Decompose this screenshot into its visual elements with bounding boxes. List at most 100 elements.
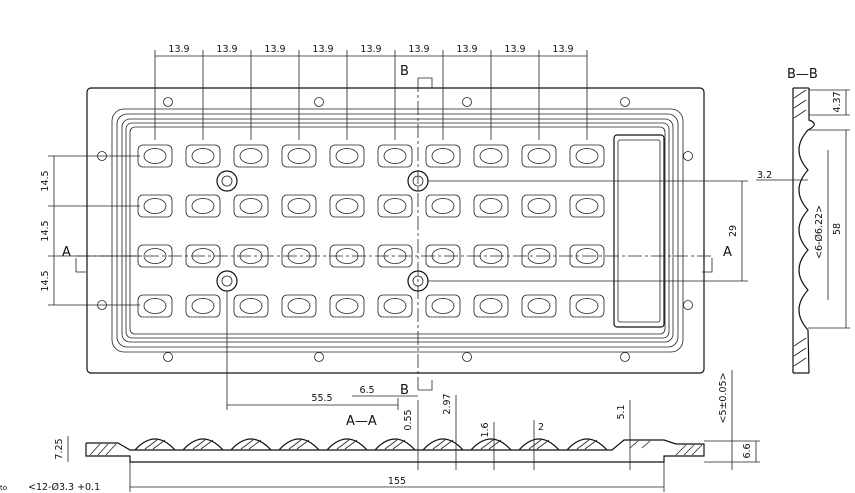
boss-inner <box>221 175 233 187</box>
lens <box>479 148 503 164</box>
dome-hatch <box>536 439 550 450</box>
section-aa-title: A—A <box>346 414 377 429</box>
lens <box>287 198 311 214</box>
lens-dome <box>134 438 176 451</box>
aa-thick-297: 2.97 <box>442 393 453 414</box>
inner-frame-3 <box>121 118 674 343</box>
lens-dome <box>518 438 560 451</box>
lens-pocket <box>473 144 509 168</box>
aa-hole-note-side: to <box>0 484 7 492</box>
lens-pocket <box>233 144 269 168</box>
aa-thick-51: 5.1 <box>616 404 627 419</box>
lens-pocket <box>281 194 317 218</box>
dome-hatch <box>392 439 406 450</box>
flange-hole <box>163 97 173 107</box>
top-dim-label: 13.9 <box>456 44 477 55</box>
lens-grid <box>137 144 605 318</box>
boss-inner <box>221 275 233 287</box>
lens-pocket <box>569 294 605 318</box>
lens <box>191 298 215 314</box>
aa-length-label: 155 <box>388 476 406 487</box>
lens <box>575 198 599 214</box>
lens-dome <box>278 438 320 451</box>
connector-window-outer <box>613 134 665 328</box>
aa-tol-label: <5±0.05> <box>718 372 729 423</box>
lens <box>527 148 551 164</box>
aa-height-label: 7.25 <box>54 438 65 459</box>
plan-view <box>76 78 712 390</box>
lens-pocket <box>185 194 221 218</box>
lens <box>287 148 311 164</box>
top-dim-label: 13.9 <box>360 44 381 55</box>
left-dim-label: 14.5 <box>40 170 51 191</box>
bb-dim-lens: <6-Ø6.22> <box>814 205 825 259</box>
flange-hole <box>163 352 173 362</box>
lens-pocket <box>377 294 413 318</box>
lens-pocket <box>281 144 317 168</box>
lens <box>191 148 215 164</box>
flange-hole <box>462 352 472 362</box>
section-mark-a-left: A <box>62 245 71 260</box>
lens <box>383 198 407 214</box>
lens-dome <box>422 438 464 451</box>
aa-hole-note: <12-Ø3.3 +0.1 <box>28 482 100 493</box>
lens-dome <box>326 438 368 451</box>
section-aa-view: 7.25 0.55 2.97 1.6 2 5.1 <5±0.05> 6.6 15… <box>0 370 760 493</box>
lens-dome <box>230 438 272 451</box>
dome-hatch <box>288 439 302 450</box>
aa-height-66: 6.6 <box>742 443 753 458</box>
dome-hatch <box>480 439 494 450</box>
aa-thick-055: 0.55 <box>403 409 414 430</box>
boss-outer <box>216 170 238 192</box>
lens <box>383 148 407 164</box>
top-dim-label: 13.9 <box>216 44 237 55</box>
lens <box>479 298 503 314</box>
bb-dim-32: 3.2 <box>757 170 772 181</box>
lens <box>335 198 359 214</box>
lens-pocket <box>329 294 365 318</box>
bb-dim-437: 4.37 <box>832 91 843 112</box>
lens <box>143 248 167 264</box>
lens-pocket <box>233 194 269 218</box>
lens-pocket <box>425 144 461 168</box>
section-bb-hatch <box>793 89 807 367</box>
lens-pocket <box>569 144 605 168</box>
dome-hatch <box>144 439 158 450</box>
lens <box>431 298 455 314</box>
lens <box>575 148 599 164</box>
lens <box>431 198 455 214</box>
bottom-dim-label: 55.5 <box>311 393 332 404</box>
inner-frame-4 <box>125 122 670 339</box>
lens <box>239 198 263 214</box>
dome-hatch <box>584 439 598 450</box>
dome-hatch <box>528 439 542 450</box>
lens-pocket <box>521 144 557 168</box>
flange-hole <box>462 97 472 107</box>
mounting-bosses <box>216 170 429 292</box>
lens <box>383 298 407 314</box>
dome-hatch <box>248 439 262 450</box>
lens <box>431 148 455 164</box>
dome-hatch <box>344 439 358 450</box>
lens-dome <box>182 438 224 451</box>
section-bb-view: 4.37 3.2 58 <6-Ø6.22> <box>756 87 850 374</box>
outer-flange <box>86 87 705 374</box>
lens-dome <box>374 438 416 451</box>
lens <box>335 148 359 164</box>
lens-pocket <box>473 294 509 318</box>
lens-pocket <box>377 144 413 168</box>
lens <box>239 298 263 314</box>
section-mark-b-bottom: B <box>400 383 409 398</box>
lens <box>527 198 551 214</box>
top-dim-label: 13.9 <box>168 44 189 55</box>
lens <box>335 298 359 314</box>
lens <box>239 148 263 164</box>
inner-frame-5 <box>129 126 666 335</box>
flange-hole <box>683 300 693 310</box>
lens-pocket <box>569 194 605 218</box>
flange-hole <box>620 97 630 107</box>
dome-hatch <box>152 439 166 450</box>
section-marks: A A B B A—A B—B <box>62 64 818 429</box>
